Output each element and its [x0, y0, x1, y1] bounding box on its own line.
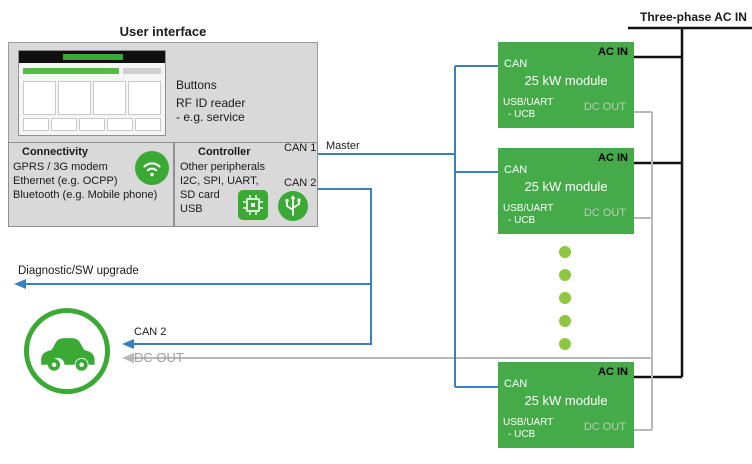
dc-out-arrow-label: DC OUT	[134, 350, 184, 365]
ellipsis-dot	[559, 292, 571, 304]
module-title: 25 kW module	[524, 393, 608, 408]
diagnostic-label: Diagnostic/SW upgrade	[18, 265, 139, 277]
module-dc-out-port: DC OUT	[583, 421, 626, 433]
module-usb-uart: USB/UART	[503, 417, 554, 428]
controller-item: USB	[180, 203, 203, 215]
controller-item: Other peripherals	[180, 161, 265, 173]
dc-out-lines	[122, 111, 653, 431]
module-ac-in-port: AC IN	[598, 46, 628, 58]
controller-item: I2C, SPI, UART,	[180, 175, 259, 187]
hmi-chart-panels	[23, 81, 161, 115]
hmi-footer-tiles	[23, 118, 161, 131]
module-dc-out-port: DC OUT	[583, 101, 626, 113]
module-dc-out-port: DC OUT	[583, 207, 626, 219]
module-ucb: - UCB	[508, 429, 536, 440]
ellipsis-dot	[559, 338, 571, 350]
connectivity-item: Ethernet (e.g. OCPP)	[13, 175, 118, 187]
connectivity-item: GPRS / 3G modem	[13, 161, 108, 173]
ellipsis-dot	[559, 315, 571, 327]
power-module-1: CAN AC IN 25 kW module USB/UART - UCB DC…	[498, 42, 634, 128]
ac-in-lines	[628, 26, 752, 379]
module-ucb: - UCB	[508, 215, 536, 226]
power-module-2: CAN AC IN 25 kW module USB/UART - UCB DC…	[498, 148, 634, 234]
module-ac-in-port: AC IN	[598, 366, 628, 378]
user-interface-title: User interface	[119, 24, 207, 39]
connectivity-title: Connectivity	[22, 146, 89, 158]
hmi-screenshot-title-bar	[63, 54, 123, 60]
master-label: Master	[326, 140, 360, 152]
controller-title: Controller	[198, 146, 251, 158]
rfid-label: RF ID reader	[176, 96, 246, 110]
chip-icon	[238, 190, 268, 225]
can1-port-label: CAN 1	[284, 142, 317, 154]
connectivity-item: Bluetooth (e.g. Mobile phone)	[13, 189, 158, 201]
usb-icon	[277, 190, 309, 227]
hmi-secondary-bar	[123, 68, 161, 74]
wifi-icon	[134, 150, 170, 191]
module-title: 25 kW module	[524, 73, 608, 88]
power-module-3: CAN AC IN 25 kW module USB/UART - UCB DC…	[498, 362, 634, 448]
module-can-port: CAN	[504, 378, 528, 390]
module-ac-in-port: AC IN	[598, 152, 628, 164]
three-phase-label: Three-phase AC IN	[640, 10, 747, 24]
module-usb-uart: USB/UART	[503, 203, 554, 214]
controller-item: SD card	[180, 189, 220, 201]
module-ucb: - UCB	[508, 109, 536, 120]
buttons-label: Buttons	[176, 78, 217, 92]
ellipsis-dot	[559, 246, 571, 258]
hmi-screenshot	[18, 50, 166, 136]
can2-port-label: CAN 2	[284, 177, 317, 189]
ellipsis-dot	[559, 269, 571, 281]
module-title: 25 kW module	[524, 179, 608, 194]
hmi-screenshot-header	[19, 51, 165, 63]
module-can-port: CAN	[504, 164, 528, 176]
module-can-port: CAN	[504, 58, 528, 70]
car-icon	[24, 308, 110, 394]
module-usb-uart: USB/UART	[503, 97, 554, 108]
can2-arrow-label: CAN 2	[134, 326, 167, 338]
hmi-progress-bar	[23, 68, 119, 74]
rfid-example-label: - e.g. service	[176, 110, 245, 124]
can-bus-lines	[14, 65, 498, 388]
